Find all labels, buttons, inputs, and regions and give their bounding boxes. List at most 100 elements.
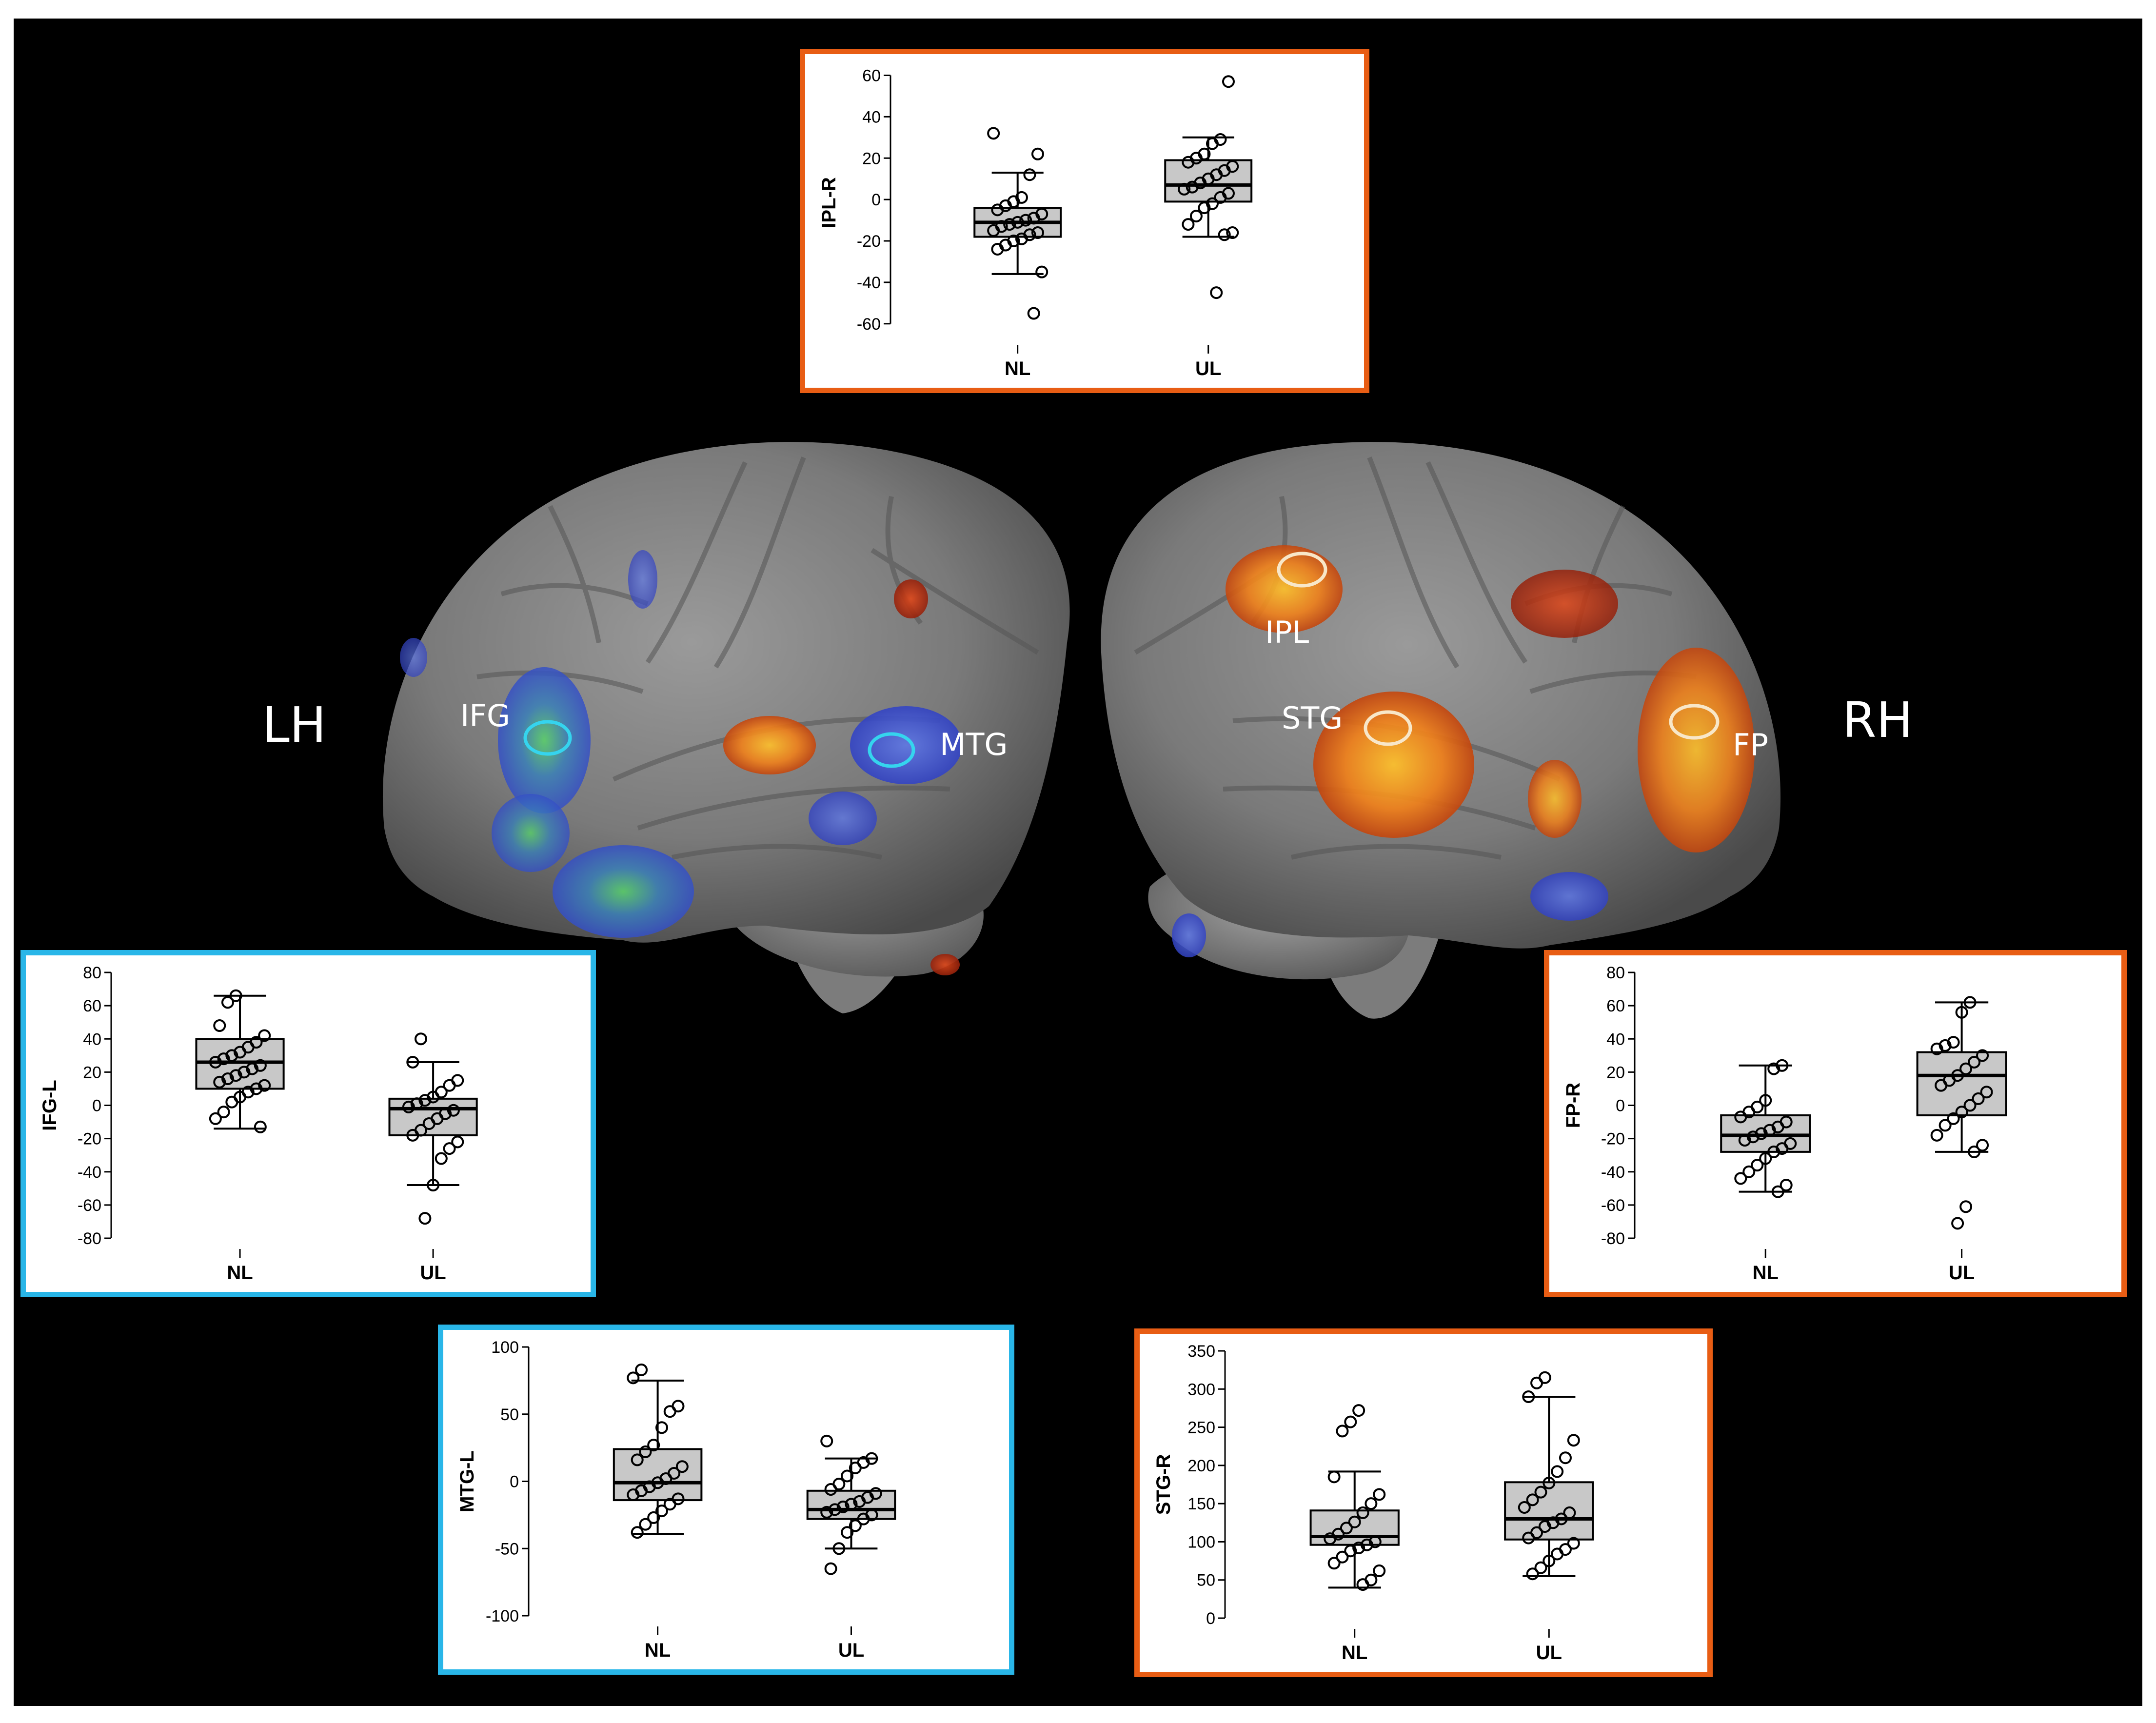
fp-y-axis-label: FP-R bbox=[1563, 1083, 1584, 1128]
ipl-data-point bbox=[1189, 210, 1203, 223]
ifg-data-point bbox=[415, 1032, 428, 1046]
stg-data-point bbox=[1563, 1506, 1576, 1519]
mtg-data-point bbox=[639, 1518, 652, 1531]
mtg-x-tick-label: NL bbox=[645, 1640, 671, 1661]
fp-data-point bbox=[1738, 1134, 1751, 1147]
stg-data-point bbox=[1365, 1497, 1378, 1510]
ipl-y-tick-label: -20 bbox=[857, 232, 881, 251]
stg-y-tick-label: 200 bbox=[1187, 1457, 1215, 1475]
stg-data-point bbox=[1336, 1550, 1349, 1564]
ifg-data-point bbox=[213, 1075, 226, 1089]
ifg-y-tick-label: 60 bbox=[83, 997, 101, 1015]
ifg-data-point bbox=[229, 989, 242, 1002]
mtg-data-point bbox=[832, 1542, 846, 1555]
ipl-y-axis-label: IPL-R bbox=[818, 177, 840, 228]
mtg-data-point bbox=[857, 1512, 870, 1525]
stg-data-point bbox=[1373, 1488, 1386, 1501]
stg-data-point bbox=[1368, 1535, 1382, 1548]
ipl-x-tick-label: NL bbox=[1005, 358, 1030, 379]
ipl-data-point bbox=[1011, 216, 1024, 229]
mtg-data-point bbox=[647, 1511, 660, 1524]
stg-y-tick-label: 350 bbox=[1187, 1342, 1215, 1361]
ipl-data-point bbox=[1019, 214, 1032, 227]
ifg-y-tick-label: -40 bbox=[78, 1163, 101, 1182]
ifg-data-point bbox=[427, 1179, 440, 1191]
ipl-x-tick-label: UL bbox=[1195, 358, 1221, 379]
fp-data-point bbox=[1972, 1092, 1985, 1105]
stg-data-point bbox=[1360, 1538, 1373, 1551]
fp-data-point bbox=[1951, 1217, 1964, 1230]
stg-data-point bbox=[1567, 1537, 1580, 1550]
fp-data-point bbox=[1734, 1172, 1747, 1185]
fp-data-point bbox=[1742, 1165, 1756, 1178]
stg-data-point bbox=[1327, 1470, 1341, 1484]
ipl-data-point bbox=[1031, 147, 1044, 160]
stg-data-point bbox=[1543, 1476, 1556, 1489]
ipl-data-point bbox=[1027, 212, 1040, 225]
fp-data-point bbox=[1980, 1086, 1993, 1099]
ifg-data-point bbox=[258, 1029, 271, 1042]
stg-roi-marker bbox=[1364, 710, 1412, 746]
mtg-data-point bbox=[845, 1498, 858, 1511]
fp-y-tick-label: 80 bbox=[1606, 964, 1625, 982]
fp-data-point bbox=[1935, 1079, 1948, 1092]
fp-label: FP bbox=[1733, 727, 1769, 763]
mtg-data-point bbox=[820, 1434, 833, 1447]
stg-data-point bbox=[1534, 1561, 1547, 1574]
mtg-y-tick-label: 50 bbox=[500, 1406, 519, 1424]
stg-data-point bbox=[1543, 1554, 1556, 1567]
ifg-data-point bbox=[422, 1117, 435, 1130]
stg-data-point bbox=[1324, 1532, 1337, 1545]
left-hemisphere-label: LH bbox=[262, 696, 326, 753]
mtg-y-tick-label: -50 bbox=[495, 1540, 519, 1558]
mtg-data-point bbox=[824, 1562, 837, 1575]
fp-y-tick-label: -40 bbox=[1601, 1163, 1625, 1182]
ipl-data-point bbox=[1210, 286, 1223, 299]
mtg-data-point bbox=[853, 1495, 866, 1508]
stg-data-point bbox=[1352, 1404, 1365, 1417]
ipl-data-point bbox=[1186, 180, 1199, 194]
stg-data-point bbox=[1538, 1520, 1551, 1533]
ifg-data-point bbox=[221, 1072, 234, 1085]
ipl-data-point bbox=[987, 127, 1000, 140]
fp-data-point bbox=[1947, 1112, 1960, 1125]
ipl-y-tick-label: -40 bbox=[857, 274, 881, 292]
stg-data-point bbox=[1344, 1545, 1357, 1558]
ipl-data-point bbox=[1214, 191, 1227, 204]
stg-x-tick-label: NL bbox=[1342, 1642, 1367, 1664]
ipl-roi-marker bbox=[1277, 552, 1327, 588]
ifg-data-point bbox=[447, 1104, 460, 1117]
ifg-data-point bbox=[435, 1152, 448, 1165]
fp-x-tick-label: UL bbox=[1949, 1262, 1975, 1284]
ifg-data-point bbox=[246, 1062, 259, 1075]
ifg-y-tick-label: 80 bbox=[83, 964, 101, 982]
stg-data-point bbox=[1356, 1578, 1369, 1591]
stg-data-point bbox=[1530, 1376, 1543, 1389]
right-hemisphere-label: RH bbox=[1842, 692, 1913, 749]
fp-data-point bbox=[1759, 1152, 1772, 1165]
ifg-data-point bbox=[254, 1059, 267, 1072]
ifg-data-point bbox=[213, 1019, 226, 1032]
ifg-data-point bbox=[418, 1094, 432, 1107]
brain-renderings bbox=[382, 442, 1781, 1019]
fp-y-tick-label: 40 bbox=[1606, 1030, 1625, 1049]
mtg-data-point bbox=[849, 1461, 862, 1474]
fp-data-point bbox=[1734, 1110, 1747, 1124]
stg-data-point bbox=[1551, 1547, 1564, 1561]
fp-data-point bbox=[1751, 1159, 1764, 1172]
ifg-x-tick-label: NL bbox=[227, 1262, 253, 1284]
mtg-box-nl bbox=[613, 1448, 703, 1502]
ifg-data-point bbox=[225, 1049, 238, 1062]
left-hemisphere bbox=[382, 442, 1070, 1013]
ifg-y-axis-label: IFG-L bbox=[39, 1080, 60, 1130]
fp-data-point bbox=[1959, 1062, 1973, 1075]
mtg-y-tick-label: 0 bbox=[510, 1473, 519, 1491]
mtg-roi-marker bbox=[868, 732, 915, 768]
mtg-y-tick-label: -100 bbox=[486, 1607, 519, 1625]
mtg-data-point bbox=[631, 1526, 644, 1539]
stg-data-point bbox=[1551, 1465, 1564, 1478]
